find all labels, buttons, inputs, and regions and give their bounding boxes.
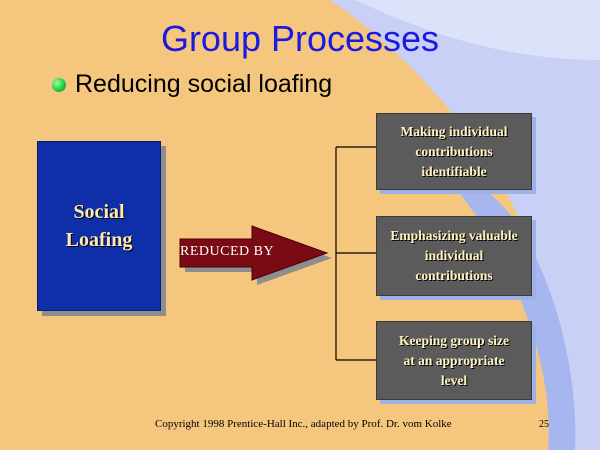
outcome-text: Emphasizing valuable individual contribu…	[390, 228, 518, 283]
outcome-box-emphasizing: Emphasizing valuable individual contribu…	[376, 216, 532, 296]
outcome-text: Making individual contributions identifi…	[400, 123, 508, 179]
copyright-footer: Copyright 1998 Prentice-Hall Inc., adapt…	[155, 418, 452, 430]
bullet-text: Reducing social loafing	[75, 70, 333, 98]
reduced-by-arrow	[179, 225, 329, 281]
bullet-item: Reducing social loafing	[52, 70, 332, 99]
bracket-connector	[335, 146, 376, 361]
social-loafing-box: Social Loafing	[37, 141, 161, 311]
green-bullet-icon	[52, 77, 66, 92]
arrow-label: REDUCED BY	[180, 244, 275, 259]
outcome-text: Keeping group size at an appropriate lev…	[398, 332, 509, 388]
outcome-box-identifiable: Making individual contributions identifi…	[376, 113, 532, 190]
decorative-swoosh	[330, 0, 600, 450]
social-loafing-label: Social Loafing	[65, 201, 133, 251]
slide-title: Group Processes	[160, 18, 440, 59]
page-number: 25	[539, 419, 549, 430]
decorative-swoosh-top	[355, 0, 600, 60]
outcome-box-group-size: Keeping group size at an appropriate lev…	[376, 321, 532, 400]
